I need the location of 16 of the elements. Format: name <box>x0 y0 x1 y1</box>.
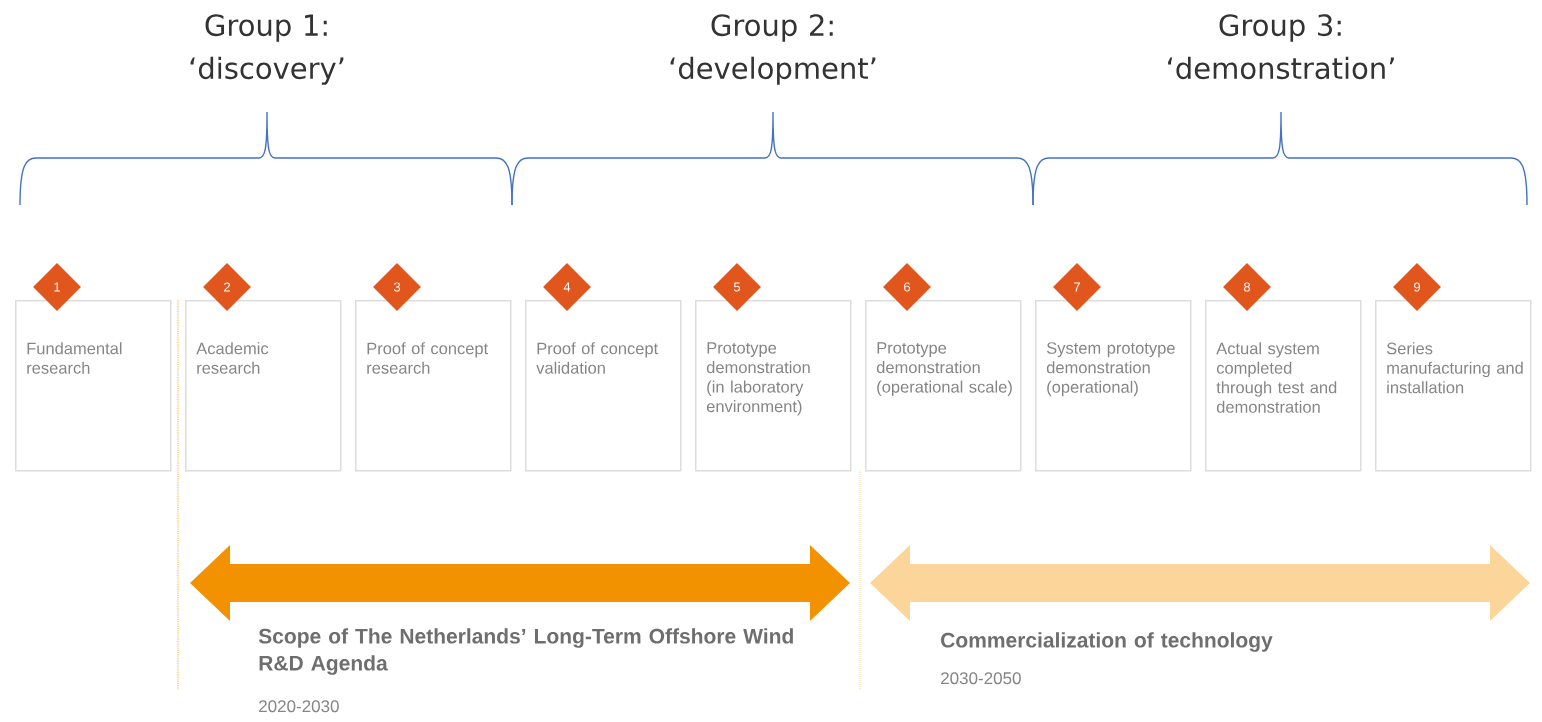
stage-box: Academic research <box>185 300 342 472</box>
group-heading: Group 2: ‘development’ <box>670 14 876 85</box>
year-range: 2020-2030 <box>259 700 339 713</box>
stage-box: Prototype demonstration (operational scale) <box>865 300 1022 472</box>
scope-heading: Scope of The Netherlands’ Long-Term Offshore Wind R&D Agenda <box>258 628 793 675</box>
stage-box: Proof of concept validation <box>525 300 682 472</box>
stage-box: Series manufacturing and installation <box>1375 300 1532 472</box>
group-heading: Group 1: ‘discovery’ <box>190 14 344 85</box>
stage-box: System prototype demonstration (operational) <box>1035 300 1192 472</box>
stage-box: Fundamental research <box>15 300 172 472</box>
stage-box: Prototype demonstration (in laboratory environment) <box>695 300 852 472</box>
year-range: 2030-2050 <box>941 672 1021 685</box>
stage-box: Proof of concept research <box>355 300 512 472</box>
group-heading: Group 3: ‘demonstration’ <box>1168 14 1394 80</box>
stage-box: Actual system completed through test and demonstration <box>1205 300 1362 472</box>
scope-heading: Commercialization of technology <box>941 632 1273 652</box>
